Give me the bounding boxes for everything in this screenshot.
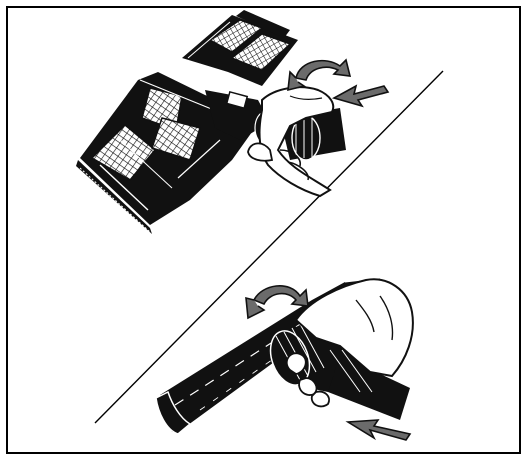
illustration-canvas xyxy=(0,0,528,460)
instruction-figure xyxy=(0,0,528,460)
